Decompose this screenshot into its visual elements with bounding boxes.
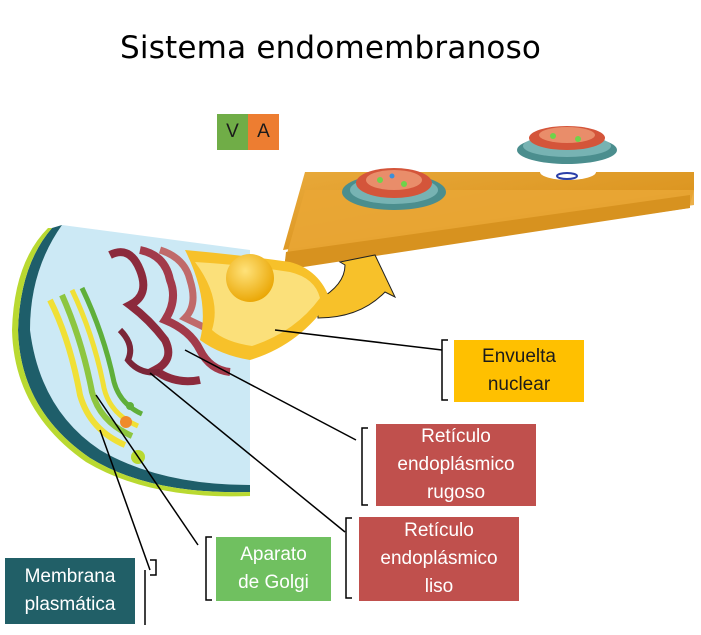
nuclear-pore-right xyxy=(517,126,617,180)
label-plasma-membrane: Membrana plasmática xyxy=(5,558,135,624)
cell-cutaway xyxy=(12,225,330,497)
label-golgi: Aparato de Golgi xyxy=(216,537,331,601)
page-title: Sistema endomembranoso xyxy=(120,30,542,66)
a-button[interactable]: A xyxy=(248,114,279,150)
nuclear-envelope-zoom xyxy=(283,126,694,270)
zoom-arrow xyxy=(317,254,397,319)
label-smooth-er: Retículo endoplásmico liso xyxy=(359,517,519,601)
leader-lines xyxy=(95,329,448,625)
label-nuclear-envelope: Envuelta nuclear xyxy=(454,340,584,402)
v-button[interactable]: V xyxy=(217,114,248,150)
nuclear-pore-left xyxy=(342,168,446,210)
label-rough-er: Retículo endoplásmico rugoso xyxy=(376,424,536,506)
